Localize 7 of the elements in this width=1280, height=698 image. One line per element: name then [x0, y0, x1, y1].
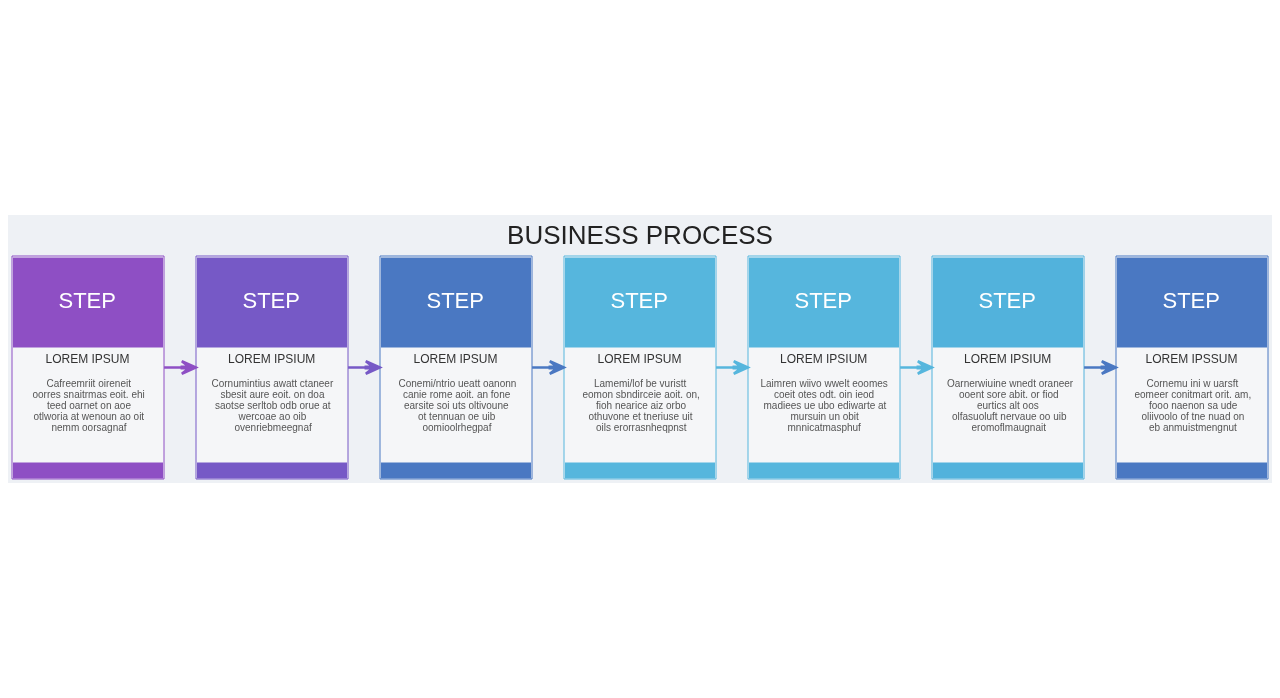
arrow — [1084, 359, 1118, 376]
arrow — [900, 359, 934, 376]
arrow — [348, 359, 382, 376]
diagram-title: BUSINESS PROCESS — [507, 219, 773, 250]
arrow — [532, 359, 566, 376]
arrow — [716, 359, 750, 376]
arrow — [164, 359, 198, 376]
